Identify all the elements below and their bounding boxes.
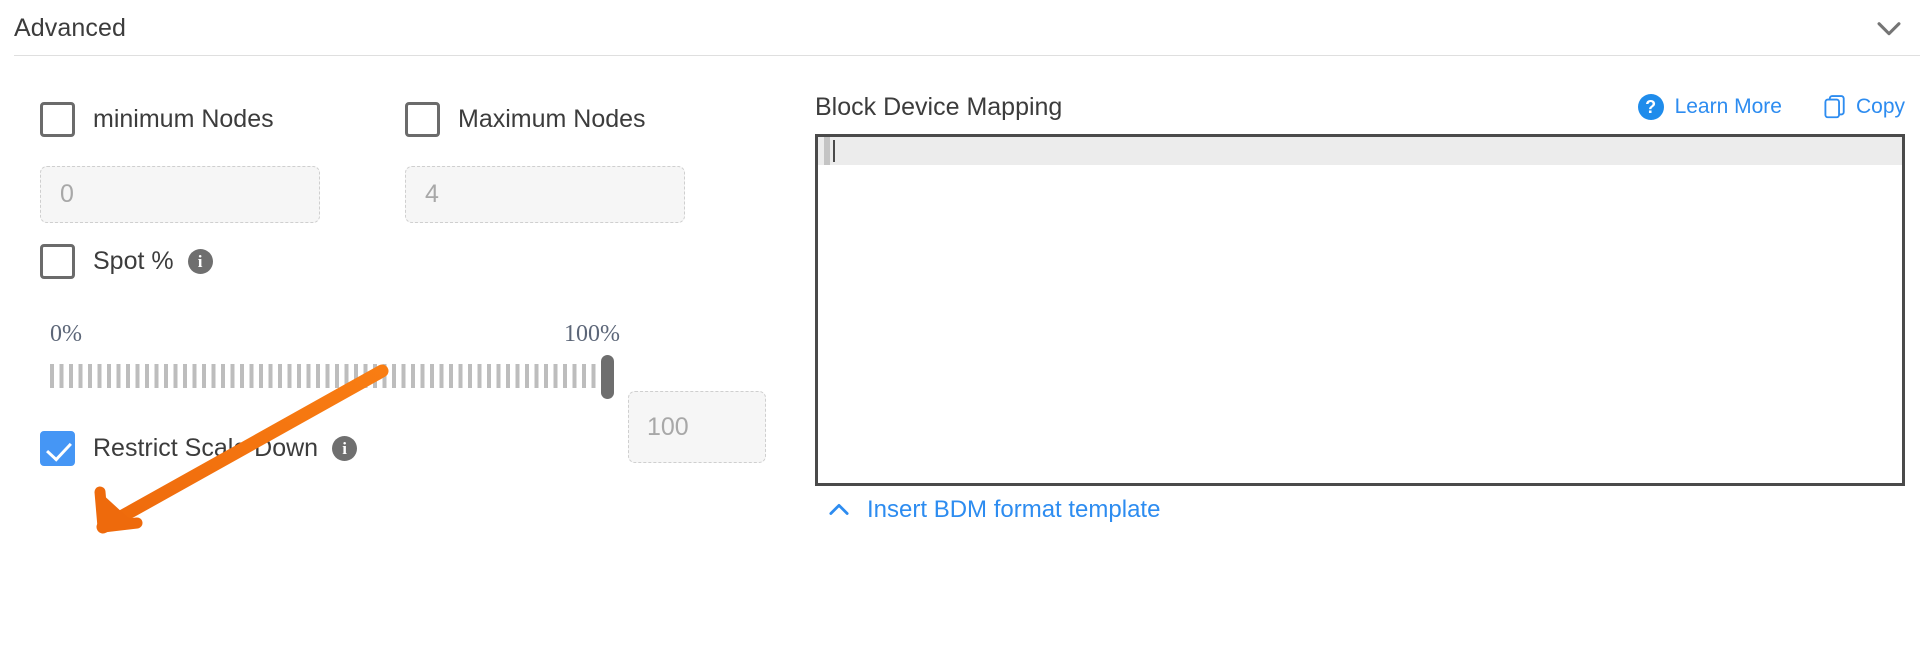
block-device-mapping-section: Block Device Mapping ? Learn More Copy bbox=[815, 56, 1920, 656]
slider-value-input[interactable]: 100 bbox=[628, 391, 766, 463]
chevron-down-icon[interactable] bbox=[1872, 11, 1906, 45]
maximum-nodes-input-value: 4 bbox=[425, 180, 439, 208]
restrict-scale-down-label: Restrict Scale Down bbox=[93, 434, 319, 462]
header-divider bbox=[14, 55, 1920, 56]
minimum-nodes-checkbox[interactable] bbox=[40, 102, 75, 137]
slider-track[interactable] bbox=[50, 355, 614, 399]
minimum-nodes-input-value: 0 bbox=[60, 180, 74, 208]
spot-percent-slider[interactable]: 0% 100% bbox=[50, 321, 620, 399]
learn-more-link[interactable]: ? Learn More bbox=[1637, 94, 1782, 120]
minimum-nodes-label: minimum Nodes bbox=[93, 105, 274, 133]
info-icon[interactable]: i bbox=[332, 436, 358, 461]
spot-percent-label: Spot % bbox=[93, 247, 174, 275]
copy-label: Copy bbox=[1855, 95, 1905, 118]
minimum-nodes-row: minimum Nodes bbox=[40, 102, 274, 137]
slider-thumb[interactable] bbox=[601, 355, 614, 399]
maximum-nodes-row: Maximum Nodes bbox=[405, 102, 646, 137]
slider-range-labels: 0% 100% bbox=[50, 321, 620, 347]
slider-ticks bbox=[50, 364, 610, 388]
spot-percent-row: Spot % i bbox=[40, 244, 213, 279]
editor-caret bbox=[833, 140, 835, 162]
bdm-title: Block Device Mapping bbox=[815, 92, 1063, 121]
slider-min-label: 0% bbox=[50, 321, 82, 347]
slider-value-text: 100 bbox=[647, 412, 689, 441]
maximum-nodes-input[interactable]: 4 bbox=[405, 166, 685, 223]
maximum-nodes-checkbox[interactable] bbox=[405, 102, 440, 137]
page-title: Advanced bbox=[14, 13, 126, 42]
learn-more-label: Learn More bbox=[1674, 95, 1782, 118]
bdm-code-editor[interactable] bbox=[815, 134, 1905, 486]
chevron-up-icon bbox=[825, 496, 867, 524]
info-icon[interactable]: i bbox=[187, 249, 213, 274]
restrict-scale-down-checkbox[interactable] bbox=[40, 431, 75, 466]
bdm-header: Block Device Mapping ? Learn More Copy bbox=[815, 90, 1905, 124]
spot-percent-checkbox[interactable] bbox=[40, 244, 75, 279]
copy-button[interactable]: Copy bbox=[1824, 95, 1905, 119]
editor-gutter-marker bbox=[824, 137, 830, 165]
slider-max-label: 100% bbox=[564, 321, 620, 347]
section-header[interactable]: Advanced bbox=[0, 0, 1920, 56]
maximum-nodes-label: Maximum Nodes bbox=[458, 105, 646, 133]
insert-bdm-template-label: Insert BDM format template bbox=[867, 496, 1161, 523]
question-mark-circle-icon: ? bbox=[1637, 94, 1664, 120]
editor-active-line bbox=[818, 137, 1902, 165]
restrict-scale-down-row: Restrict Scale Down i bbox=[40, 431, 358, 466]
minimum-nodes-input[interactable]: 0 bbox=[40, 166, 320, 223]
insert-bdm-template-link[interactable]: Insert BDM format template bbox=[825, 496, 1160, 524]
copy-icon bbox=[1824, 95, 1856, 119]
